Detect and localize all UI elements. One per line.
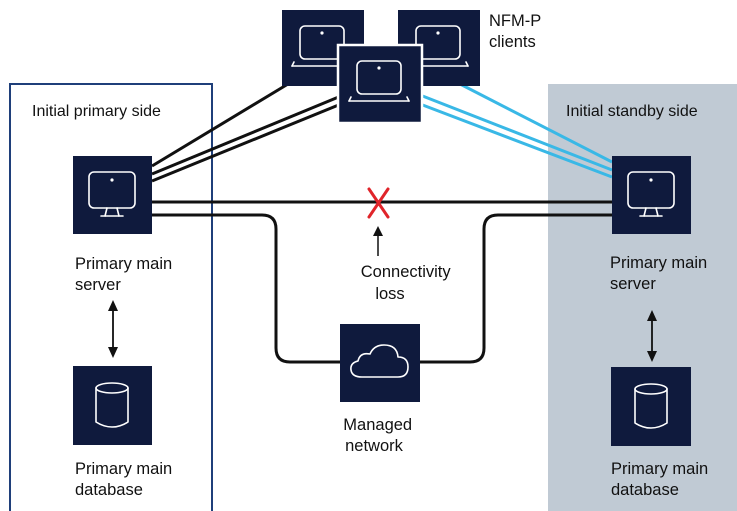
- primary-side-title: Initial primary side: [32, 103, 161, 120]
- connectivity-loss-x-icon: [367, 187, 390, 219]
- monitor-icon: [88, 171, 136, 217]
- client-links-standby: [419, 82, 613, 179]
- primary-server-label: Primary main server: [75, 255, 177, 294]
- database-icon: [634, 383, 668, 429]
- managed-network-label: Managed network: [343, 416, 416, 455]
- standby-database-label: Primary main database: [611, 460, 713, 499]
- cloud-icon: [350, 344, 409, 378]
- managed-network-links: [152, 213, 612, 364]
- client-links-primary: [151, 82, 342, 183]
- connectivity-loss-label: Connectivity loss: [361, 263, 455, 303]
- primary-sync-arrow: [108, 300, 118, 358]
- monitor-icon: [627, 171, 675, 217]
- standby-side-panel: [548, 84, 737, 511]
- primary-main-server[interactable]: [73, 156, 152, 234]
- standby-sync-arrow: [647, 310, 657, 362]
- connectivity-loss-arrow: [373, 226, 383, 256]
- standby-server-label: Primary main server: [610, 254, 712, 293]
- nfm-p-client-3[interactable]: [336, 43, 424, 125]
- primary-main-database[interactable]: [73, 366, 152, 445]
- managed-network[interactable]: [340, 324, 420, 402]
- database-icon: [95, 382, 129, 428]
- laptop-icon: [348, 60, 410, 102]
- standby-main-database[interactable]: [611, 367, 691, 446]
- standby-main-server[interactable]: [612, 156, 691, 234]
- primary-database-label: Primary main database: [75, 460, 177, 499]
- clients-label: NFM-P clients: [489, 12, 546, 51]
- standby-side-title: Initial standby side: [566, 103, 698, 120]
